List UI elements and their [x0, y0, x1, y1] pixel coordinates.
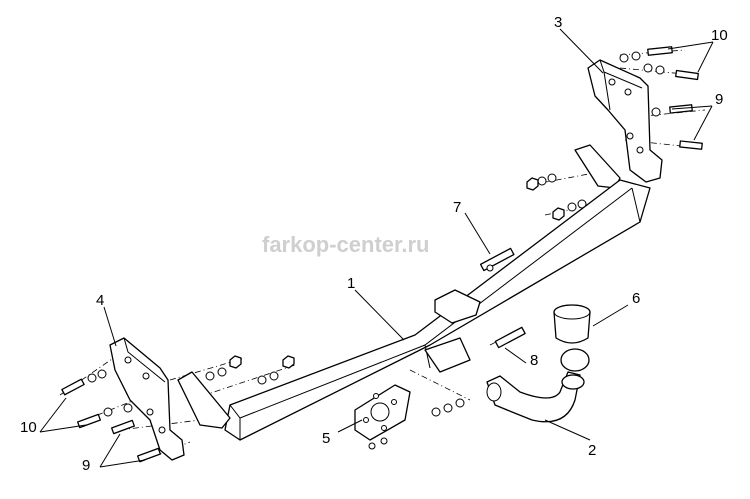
left-bolts: [61, 355, 295, 463]
callout-10-right: 10: [711, 27, 728, 44]
callouts: 3 10 9 7 1 4 6 8 10 9 2 5: [20, 14, 728, 474]
main-cross-bar: [224, 179, 651, 441]
callout-5: 5: [322, 430, 330, 447]
callout-4: 4: [96, 292, 104, 309]
socket-plate: [354, 384, 465, 450]
leader-lines: [39, 28, 714, 468]
callout-10-left: 10: [20, 419, 37, 436]
callout-8: 8: [530, 352, 538, 369]
callout-3: 3: [554, 14, 562, 31]
callout-7: 7: [453, 199, 461, 216]
bolt-7: [479, 247, 515, 272]
ball-cover: [553, 304, 591, 344]
left-side-bracket: [109, 337, 231, 461]
bolt-8: [494, 326, 526, 349]
callout-6: 6: [632, 290, 640, 307]
callout-1: 1: [347, 275, 355, 292]
watermark: farkop-center.ru: [262, 232, 430, 257]
tow-ball-neck: [486, 348, 590, 423]
right-bolts: [526, 46, 703, 221]
right-side-bracket: [574, 59, 663, 189]
callout-9-right: 9: [715, 91, 723, 108]
callout-9-left: 9: [82, 457, 90, 474]
callout-2: 2: [588, 442, 596, 459]
